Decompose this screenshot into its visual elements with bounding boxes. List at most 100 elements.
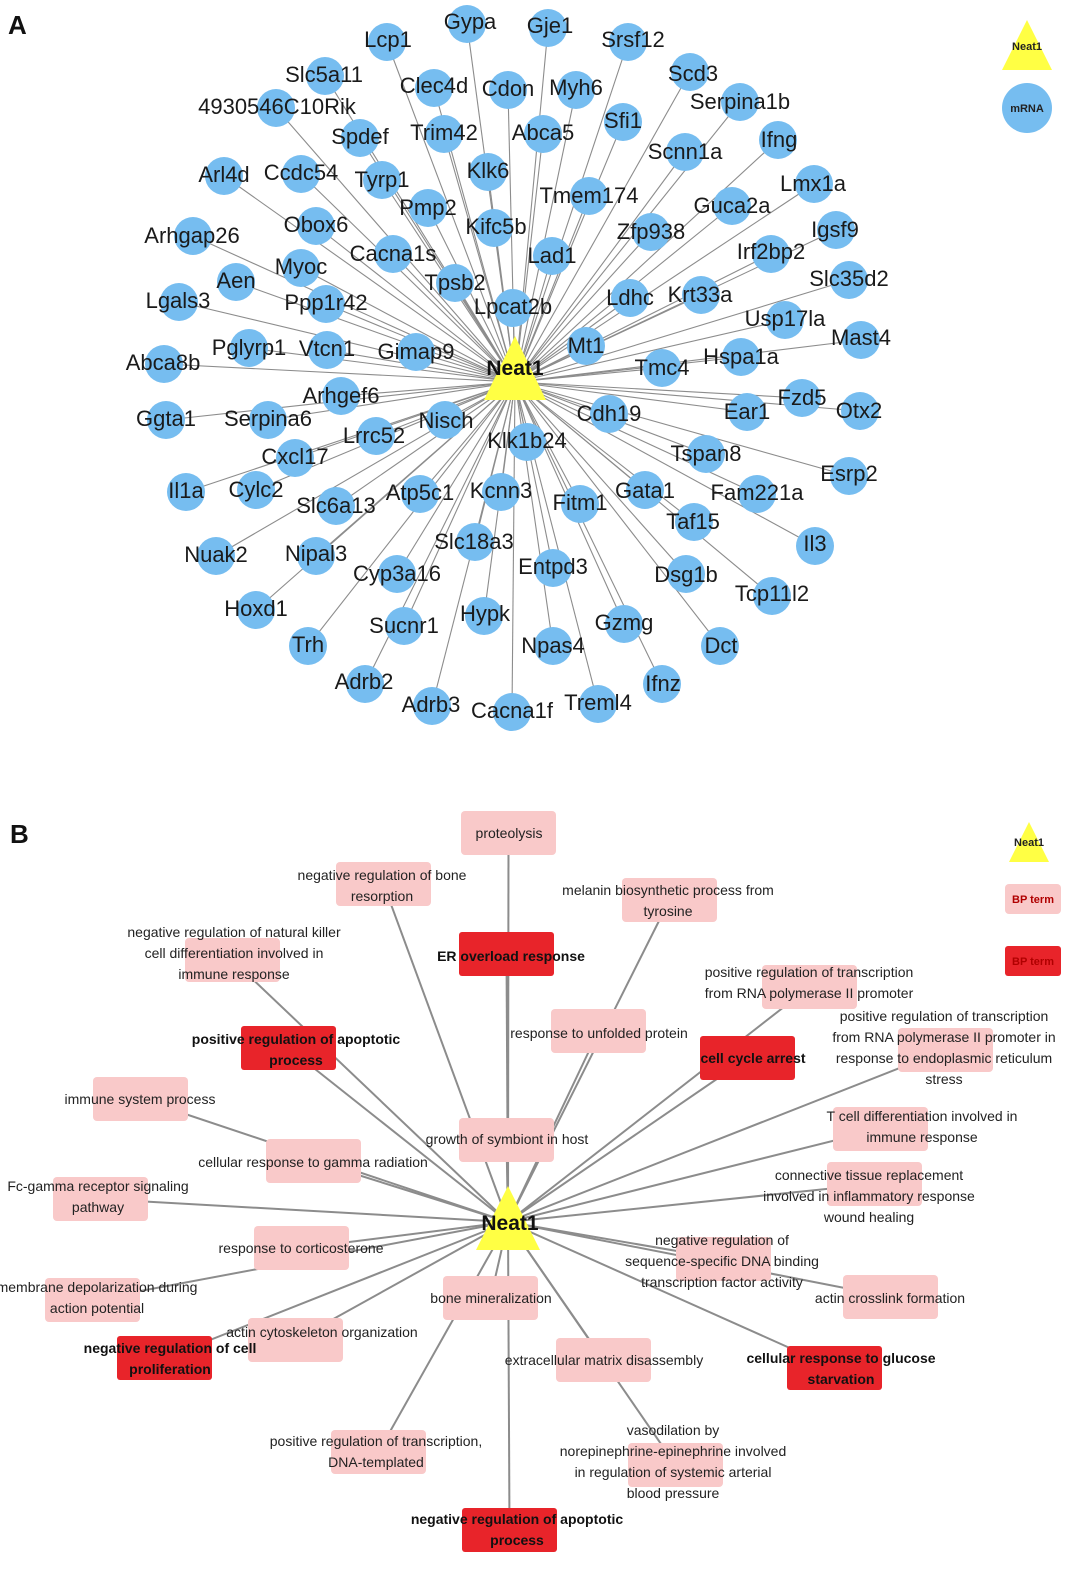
label-term-10-immune-system-process: immune system process: [65, 1091, 216, 1107]
gene-label-klk1b24: Klk1b24: [487, 428, 567, 453]
gene-node-guca2a: [713, 187, 751, 225]
gene-label-lad1: Lad1: [528, 243, 577, 268]
label-term-19-bone-mineralization: bone mineralization: [430, 1290, 551, 1306]
edge-neat1-sucnr1: [403, 381, 516, 627]
gene-label-ggta1: Ggta1: [136, 406, 196, 431]
gene-node-tmc4: [643, 349, 681, 387]
edge-neat1-slc18a3: [474, 381, 516, 543]
box-term-2-melanin-biosynthetic-process: [622, 878, 717, 922]
legend-b-dark-box: [1005, 946, 1061, 976]
gene-node-scd3: [671, 53, 709, 91]
gene-node-gata1: [626, 471, 664, 509]
gene-label-gje1: Gje1: [527, 13, 573, 38]
gene-node-serpina6: [249, 401, 287, 439]
gene-label-pglyrp1: Pglyrp1: [212, 335, 287, 360]
gene-node-myh6: [557, 71, 595, 109]
gene-label-krt33a: Krt33a: [668, 282, 734, 307]
label-line-18-1: action potential: [50, 1300, 144, 1316]
gene-node-4930546c10rik: [257, 89, 295, 127]
label-line-26-3: blood pressure: [627, 1485, 720, 1501]
edge-neat1-ear1: [514, 381, 748, 413]
gene-label-arhgef6: Arhgef6: [302, 383, 379, 408]
gene-label-nipal3: Nipal3: [285, 541, 347, 566]
gene-label-kifc5b: Kifc5b: [465, 214, 526, 239]
gene-node-gje1: [529, 9, 567, 47]
gene-node-irf2bp2: [752, 235, 790, 273]
gene-node-cylc2: [237, 471, 275, 509]
gene-label-slc35d2: Slc35d2: [809, 266, 889, 291]
gene-label-tspan8: Tspan8: [671, 441, 742, 466]
gene-node-tspan8: [687, 435, 725, 473]
box-term-4-er-overload-response: [459, 932, 554, 976]
edge-neat1-pmp2: [427, 207, 516, 383]
edge-neat1-dct: [514, 381, 721, 647]
gene-label-igsf9: Igsf9: [811, 217, 859, 242]
gene-node-zfp938: [632, 213, 670, 251]
gene-node-nuak2: [197, 537, 235, 575]
legend-a-neat1-label: Neat1: [1012, 41, 1042, 53]
gene-node-trh: [289, 627, 327, 665]
label-line-17-0: response to corticosterone: [219, 1240, 384, 1256]
gene-node-spdef: [341, 119, 379, 157]
gene-node-taf15: [675, 503, 713, 541]
edge-term-6-positive-regulation-of-trans: [507, 1049, 946, 1223]
gene-node-lgals3: [160, 283, 198, 321]
label-line-15-1: pathway: [72, 1199, 124, 1215]
gene-node-lmx1a: [795, 165, 833, 203]
gene-node-entpd3: [534, 549, 572, 587]
edge-neat1-zfp938: [514, 231, 652, 383]
label-line-6-3: stress: [925, 1071, 962, 1087]
gene-node-fitm1: [561, 485, 599, 523]
label-term-0-proteolysis: proteolysis: [476, 825, 543, 841]
gene-node-hspa1a: [722, 338, 760, 376]
label-term-13-cellular-response-to-gamma-r: cellular response to gamma radiation: [198, 1154, 428, 1170]
edge-neat1-lgals3: [178, 301, 516, 383]
edge-neat1-aen: [235, 281, 516, 383]
box-term-8-response-to-unfolded-protein: [551, 1009, 646, 1053]
edge-term-27-negative-regulation-of-apopt: [507, 1221, 511, 1531]
edge-neat1-taf15: [514, 381, 695, 523]
edge-term-5-positive-regulation-of-trans: [507, 986, 811, 1223]
gene-label-trim42: Trim42: [410, 120, 478, 145]
gene-node-lcp1: [368, 23, 406, 61]
label-line-25-0: positive regulation of transcription,: [270, 1433, 482, 1449]
box-term-23-extracellular-matrix-disasse: [556, 1338, 651, 1382]
panel-a-edges: [163, 23, 862, 713]
gene-node-pmp2: [409, 189, 447, 227]
edge-term-7-positive-regulation-of-apopt: [287, 1047, 509, 1223]
gene-node-dct: [701, 627, 739, 665]
gene-node-mt1: [567, 327, 605, 365]
label-line-26-1: norepinephrine-epinephrine involved: [560, 1443, 787, 1459]
edge-neat1-fam221a: [514, 381, 758, 495]
neat1-hub-triangle: [484, 336, 546, 400]
gene-node-ppp1r42: [307, 285, 345, 323]
label-line-11-1: immune response: [866, 1129, 977, 1145]
label-line-7-1: process: [269, 1052, 323, 1068]
edge-neat1-scd3: [514, 71, 691, 383]
gene-node-lrrc52: [357, 417, 395, 455]
label-line-27-1: process: [490, 1532, 544, 1548]
gene-label-fitm1: Fitm1: [553, 490, 608, 515]
edge-neat1-pglyrp1: [248, 347, 516, 383]
gene-node-cdon: [489, 71, 527, 109]
label-line-2-0: melanin biosynthetic process from: [562, 882, 774, 898]
gene-node-tpsb2: [436, 264, 474, 302]
label-line-19-0: bone mineralization: [430, 1290, 551, 1306]
gene-node-serpina1b: [721, 83, 759, 121]
legend-b-light-label: BP term: [1012, 894, 1054, 906]
box-term-9-cell-cycle-arrest: [700, 1036, 795, 1080]
panel-a-legend: Neat1 mRNA: [1002, 20, 1052, 133]
label-line-16-1: sequence-specific DNA binding: [625, 1253, 819, 1269]
edge-neat1-lcp1: [386, 41, 516, 383]
edge-term-14-connective-tissue-replacemen: [507, 1183, 875, 1223]
label-line-25-1: DNA-templated: [328, 1454, 424, 1470]
gene-label-cdon: Cdon: [482, 76, 535, 101]
gene-label-irf2bp2: Irf2bp2: [737, 239, 806, 264]
gene-node-cacna1f: [493, 693, 531, 731]
